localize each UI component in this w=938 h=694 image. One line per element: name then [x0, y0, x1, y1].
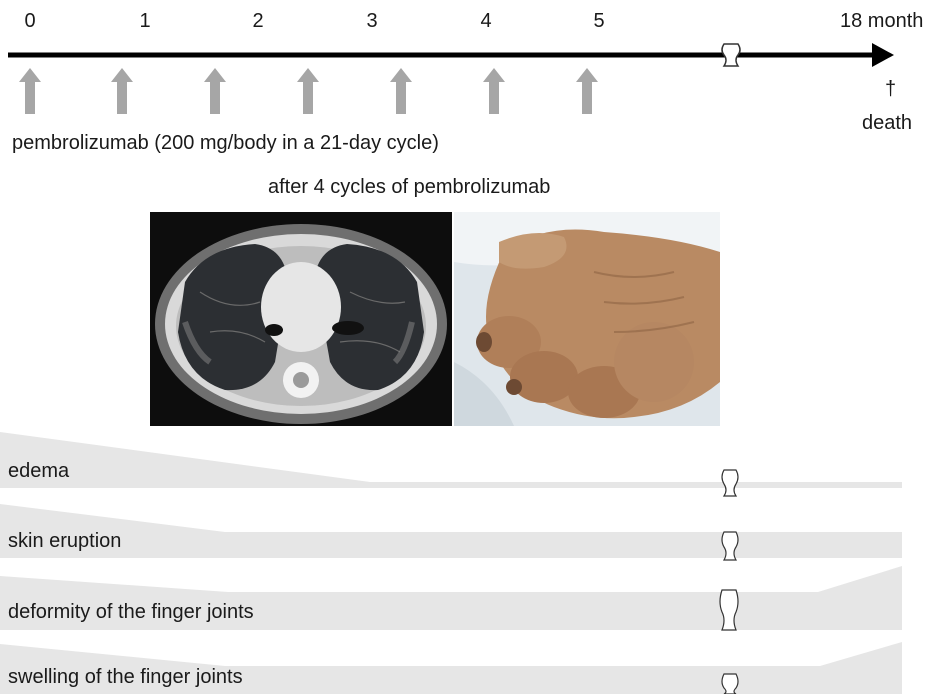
images-caption: after 4 cycles of pembrolizumab	[268, 176, 550, 199]
death-label: death	[862, 112, 912, 135]
edema-band	[0, 432, 902, 488]
treatment-label: pembrolizumab (200 mg/body in a 21-day c…	[12, 132, 439, 155]
hand-photo	[454, 212, 720, 426]
month-label-2: 2	[252, 10, 263, 33]
month-label-0: 0	[24, 10, 35, 33]
month-label-5: 5	[593, 10, 604, 33]
symptom-label-edema: edema	[8, 460, 69, 483]
dose-arrow-icon	[576, 68, 598, 114]
dose-arrow-icon	[483, 68, 505, 114]
end-month-label: 18 month	[840, 10, 923, 33]
month-label-4: 4	[480, 10, 491, 33]
death-dagger-icon: †	[885, 78, 896, 101]
band-break-icon	[722, 470, 738, 496]
timeline-break-icon	[722, 44, 740, 66]
dose-arrow-icon	[390, 68, 412, 114]
month-label-1: 1	[139, 10, 150, 33]
dose-arrow-icon	[204, 68, 226, 114]
timeline-arrowhead	[872, 43, 894, 67]
dose-arrows	[0, 68, 620, 116]
chest-ct-image	[150, 212, 452, 426]
month-label-3: 3	[366, 10, 377, 33]
symptom-label-skin-eruption: skin eruption	[8, 530, 121, 553]
dose-arrow-icon	[19, 68, 41, 114]
symptom-bands	[0, 430, 938, 694]
timeline-axis	[0, 38, 938, 72]
skin-eruption-band	[0, 504, 902, 558]
dose-arrow-icon	[111, 68, 133, 114]
symptom-label-finger-swelling: swelling of the finger joints	[8, 666, 243, 689]
dose-arrow-icon	[297, 68, 319, 114]
symptom-label-finger-deformity: deformity of the finger joints	[8, 601, 254, 624]
